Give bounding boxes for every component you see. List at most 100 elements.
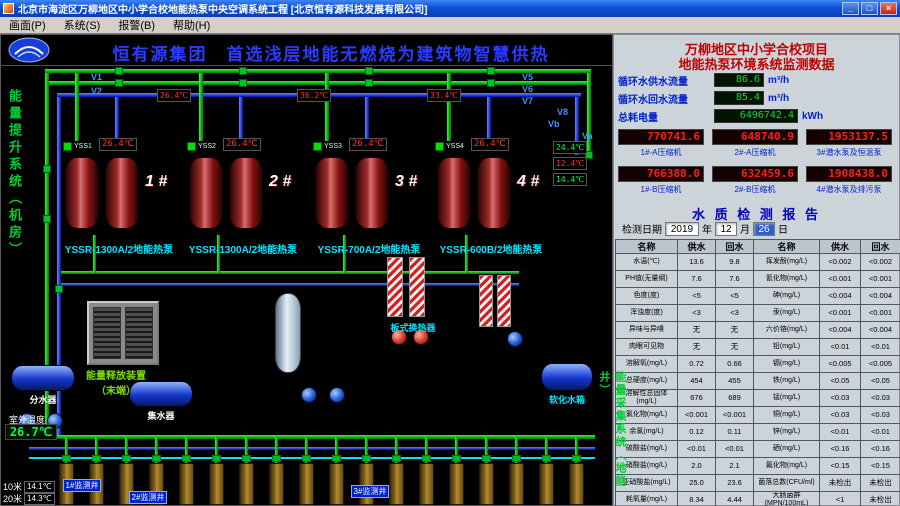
compressor-cylinder xyxy=(65,157,99,229)
menu-item-2[interactable]: 系统(S) xyxy=(63,20,101,32)
wq-value: <0.03 xyxy=(860,406,900,424)
wq-value: 2.1 xyxy=(715,457,754,475)
well-casing xyxy=(479,463,494,505)
valve-icon xyxy=(239,79,247,87)
wq-value: <0.002 xyxy=(860,253,900,271)
wq-value: <0.01 xyxy=(677,440,716,458)
pipe xyxy=(425,437,428,463)
pipe xyxy=(335,437,338,463)
pump-icon xyxy=(329,387,345,403)
outdoor-temp-label: 室外温度 xyxy=(9,415,46,425)
energy-meter-label: 1#-B压缩机 xyxy=(640,185,682,194)
well-valve-icon xyxy=(152,455,161,462)
wq-param-name: 菌落总数(CFU/ml) xyxy=(753,474,820,492)
wq-header-cell: 名称 xyxy=(753,239,820,254)
wq-value: 13.6 xyxy=(677,253,716,271)
flow-value-display: 6496742.4 xyxy=(714,109,798,123)
pressure-tank xyxy=(275,293,301,373)
valve-label-v7: V7 xyxy=(522,96,534,106)
wq-value: <3 xyxy=(677,304,716,322)
valve-icon xyxy=(115,79,123,87)
well-casing xyxy=(389,463,404,505)
pipe xyxy=(365,97,369,141)
well-casing xyxy=(569,463,584,505)
menu-bar: 画面(P) 系统(S) 报警(B) 帮助(H) xyxy=(0,17,900,34)
pipe xyxy=(395,437,398,463)
pipe xyxy=(93,235,96,273)
wq-param-name: 氰化物(mg/L) xyxy=(753,270,820,288)
wq-value: 25.0 xyxy=(677,474,716,492)
wq-value: 4.44 xyxy=(715,491,754,506)
water-divider-label: 分水器 xyxy=(29,395,57,405)
well-casing xyxy=(179,463,194,505)
well-valve-icon xyxy=(92,455,101,462)
softened-water-label: 软化水箱 xyxy=(548,395,585,405)
well-casing xyxy=(419,463,434,505)
pipe xyxy=(57,97,61,437)
pump-icon xyxy=(301,387,317,403)
wq-param-name: 异味与异嗅 xyxy=(615,321,678,339)
year-field[interactable]: 2019 xyxy=(665,221,699,236)
wq-value: 0.66 xyxy=(715,355,754,373)
wq-value: <0.01 xyxy=(860,338,900,356)
wq-value: 0.72 xyxy=(677,355,716,373)
temp-display: 33.4℃ xyxy=(427,89,462,102)
unit-model-label: YSSR-700A/2地能热泵 xyxy=(317,245,421,256)
energy-meter-label: 3#潜水泵及恒温泵 xyxy=(816,148,882,157)
well-casing xyxy=(539,463,554,505)
zone-label-terminal: 能量释放装置 （末端） xyxy=(79,367,153,397)
day-field[interactable]: 26 xyxy=(753,221,775,236)
well-valve-icon xyxy=(452,455,461,462)
wq-header-cell: 回水 xyxy=(715,239,754,254)
wq-value: 无 xyxy=(677,338,716,356)
month-field[interactable]: 12 xyxy=(715,221,737,236)
well-valve-icon xyxy=(272,455,281,462)
menu-item-3[interactable]: 报警(B) xyxy=(118,20,156,32)
monitor-well-label-1: 1#监测井 xyxy=(63,479,101,493)
pipe xyxy=(343,235,346,273)
close-button[interactable]: × xyxy=(880,2,897,15)
wq-value: <0.05 xyxy=(819,372,861,390)
valve-icon xyxy=(239,67,247,75)
pipe xyxy=(199,73,203,141)
energy-meter-label: 4#潜水泵及排污泵 xyxy=(816,185,882,194)
wq-value: <0.15 xyxy=(819,457,861,475)
panel-title-line1: 万柳地区中小学合校项目 xyxy=(684,42,828,57)
well-valve-icon xyxy=(512,455,521,462)
minimize-button[interactable]: _ xyxy=(842,2,859,15)
unit-number-label: 2 # xyxy=(269,173,292,190)
compressor-cylinder xyxy=(229,157,263,229)
valve-icon xyxy=(487,79,495,87)
wq-value: <0.03 xyxy=(860,389,900,407)
wq-param-name: 水温(℃) xyxy=(615,253,678,271)
wq-value: <0.001 xyxy=(819,304,861,322)
wq-row: 异味与异嗅无无六价铬(mg/L)<0.004<0.004 xyxy=(615,321,900,339)
pipe xyxy=(239,97,243,141)
wq-value: <0.005 xyxy=(819,355,861,373)
energy-display: 648740.9 xyxy=(712,129,798,145)
month-suffix: 月 xyxy=(740,225,750,236)
pipe xyxy=(115,97,119,141)
menu-item-1[interactable]: 画面(P) xyxy=(9,20,46,32)
zone-label-ground-wells: 能量采集系统（地能井） xyxy=(598,371,626,488)
pipe xyxy=(587,73,591,153)
wq-value: 未检出 xyxy=(819,474,861,492)
wq-header-cell: 供水 xyxy=(819,239,861,254)
wq-param-name: 镉(mg/L) xyxy=(753,355,820,373)
unit-number-label: 3 # xyxy=(395,173,418,190)
valve-icon xyxy=(487,67,495,75)
unit-number-label: 1 # xyxy=(145,173,168,190)
wq-param-name: PH值(无量纲) xyxy=(615,270,678,288)
menu-item-4[interactable]: 帮助(H) xyxy=(173,20,211,32)
maximize-button[interactable]: □ xyxy=(861,2,878,15)
depth-label: 10米 xyxy=(3,482,23,492)
app-icon xyxy=(3,3,14,14)
temp-display: 36.2℃ xyxy=(297,89,332,102)
temp-display: 26.4℃ xyxy=(157,89,192,102)
compressor-cylinder xyxy=(315,157,349,229)
